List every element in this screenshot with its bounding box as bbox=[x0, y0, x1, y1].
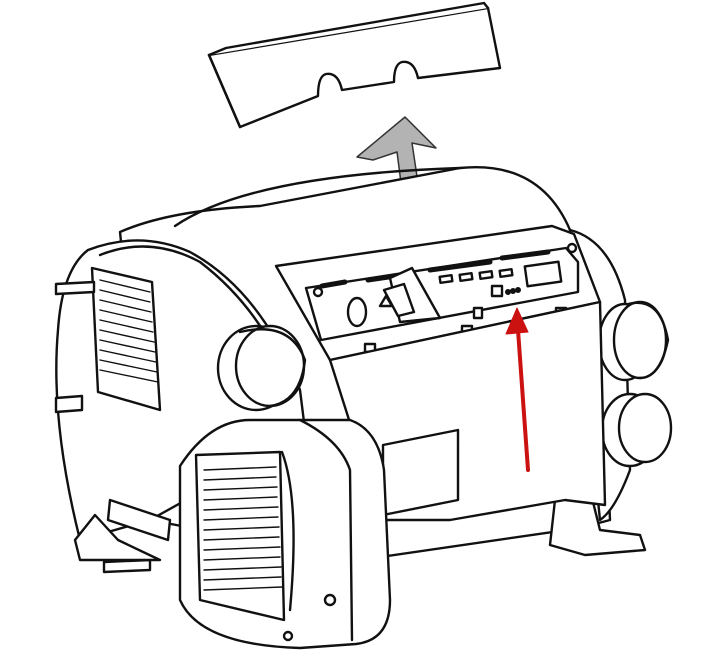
indicator-arrow-icon bbox=[505, 307, 530, 472]
dip-switch bbox=[490, 284, 504, 298]
heater-unit-icon bbox=[54, 166, 673, 650]
duct-outlet-right-lower bbox=[600, 392, 673, 468]
knob bbox=[346, 296, 368, 328]
control-board bbox=[382, 260, 563, 324]
front-grille-box bbox=[178, 418, 392, 650]
duct-outlet-right-upper bbox=[597, 300, 670, 382]
cover-panel-icon bbox=[207, 1, 502, 129]
duct-outlet-front bbox=[216, 324, 307, 412]
warning-triangle bbox=[378, 294, 394, 308]
